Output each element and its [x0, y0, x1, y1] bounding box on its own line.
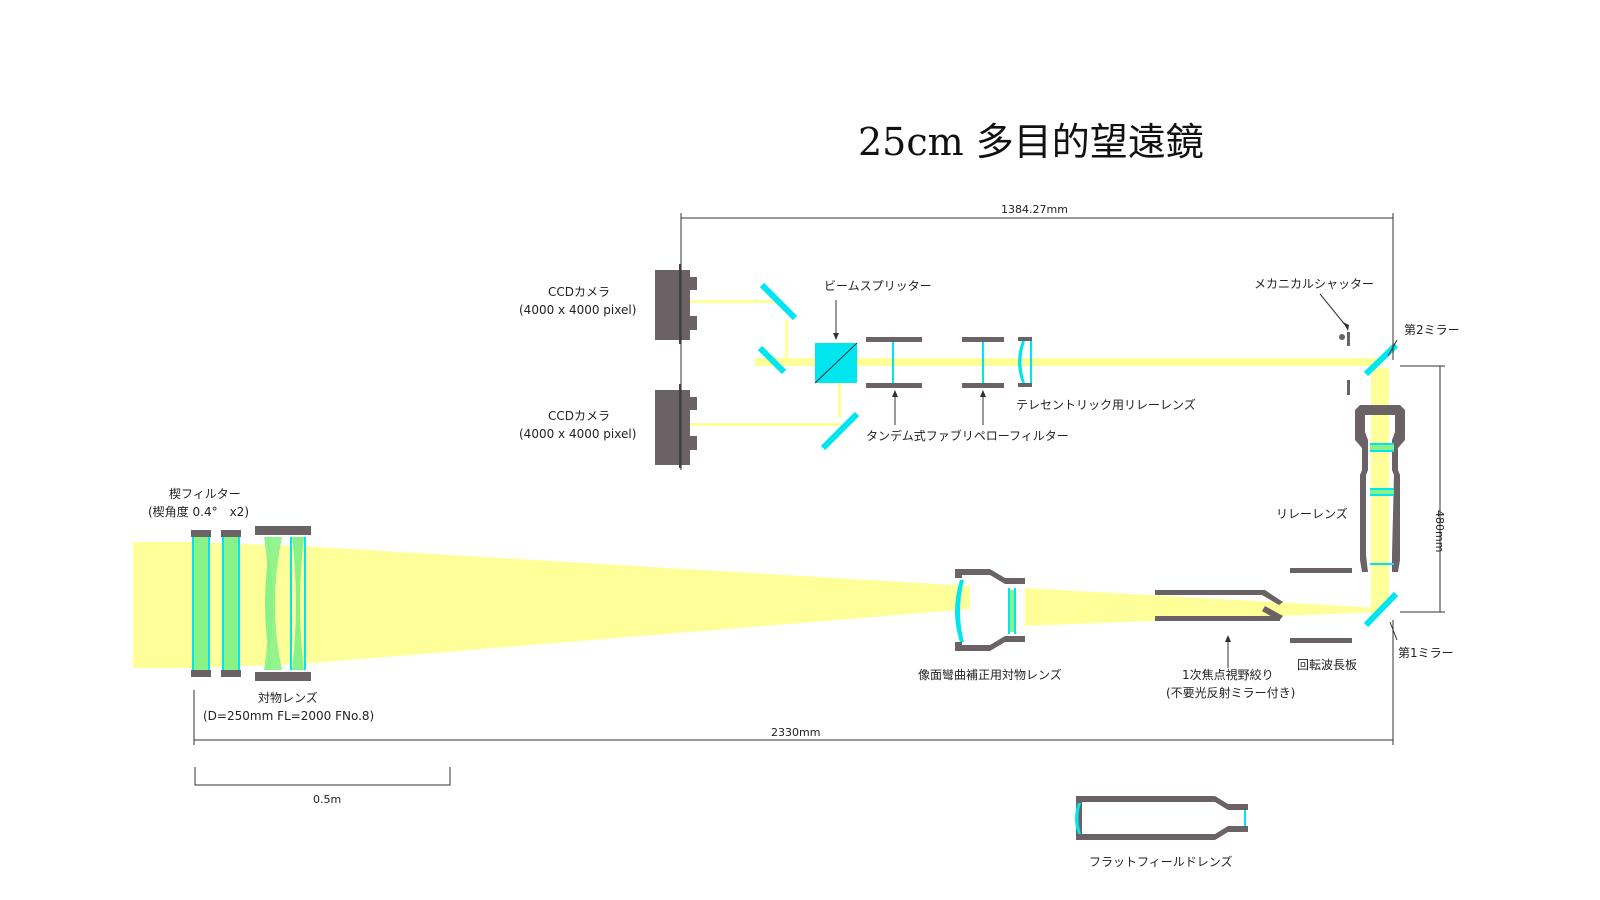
- prime-focus-beam: [1025, 588, 1380, 626]
- wedge-filter-label: 楔フィルター: [169, 487, 241, 501]
- objective-lens: [255, 526, 311, 681]
- splitter-up-beam: [785, 320, 788, 360]
- ccd2-beam: [681, 423, 841, 426]
- objective-spec: (D=250mm FL=2000 FNo.8): [203, 709, 374, 723]
- flat-field-lens: [1075, 796, 1248, 840]
- ccd2-label: CCDカメラ: [548, 409, 610, 423]
- field-corrector-lens: [955, 569, 1025, 651]
- first-mirror: [1363, 591, 1399, 628]
- mirror2-label: 第2ミラー: [1404, 323, 1460, 337]
- ccd-camera-1: [655, 264, 697, 344]
- leader-lines: [835, 293, 1398, 668]
- ccd1-label: CCDカメラ: [548, 285, 610, 299]
- splitter-branch-beam: [838, 366, 841, 418]
- field-stop-label: 1次焦点視野絞り: [1182, 667, 1274, 682]
- field-corrector-label: 像面彎曲補正用対物レンズ: [918, 667, 1062, 682]
- shutter-label: メカニカルシャッター: [1254, 277, 1374, 291]
- telecentric-label: テレセントリック用リレーレンズ: [1016, 397, 1196, 412]
- ccd-camera-2: [655, 384, 697, 468]
- wedge-angle-label: (楔角度 0.4° x2): [148, 504, 249, 519]
- field-stop: [1155, 590, 1283, 621]
- fold-mirror-lower: [820, 411, 860, 451]
- relay-lens-label: リレーレンズ: [1276, 506, 1348, 521]
- beam-splitter-label: ビームスプリッター: [824, 279, 932, 293]
- objective-label: 対物レンズ: [258, 690, 318, 705]
- ccd1-beam: [681, 300, 781, 303]
- rotating-waveplate: [1290, 568, 1352, 643]
- fold-mirror-upper: [759, 282, 798, 321]
- waveplate-label: 回転波長板: [1297, 658, 1357, 672]
- upper-beam: [755, 358, 1383, 366]
- scale-bar: 0.5m: [194, 767, 451, 806]
- page-title: 25cm 多目的望遠鏡: [858, 120, 1204, 164]
- dimension-right: 480mm: [1400, 365, 1446, 613]
- fabry-perot-filter-1: [866, 337, 922, 388]
- telecentric-relay-lens: [1018, 337, 1032, 387]
- beam-splitter: [814, 342, 858, 384]
- main-light-beam: [133, 542, 970, 668]
- field-stop-note: (不要光反射ミラー付き): [1166, 685, 1295, 700]
- ccd2-spec: (4000 x 4000 pixel): [519, 427, 636, 441]
- mechanical-shutter: [1339, 332, 1350, 395]
- ccd1-spec: (4000 x 4000 pixel): [519, 303, 636, 317]
- leader-arrowheads: [833, 322, 1349, 642]
- fold-mirror-middle: [757, 345, 787, 375]
- wedge-filter-2: [221, 530, 241, 677]
- flat-field-label: フラットフィールドレンズ: [1089, 854, 1233, 869]
- svg-text:2330mm: 2330mm: [771, 726, 820, 739]
- fabry-perot-filter-2: [962, 337, 1004, 388]
- fabry-perot-label: タンデム式ファブリペローフィルター: [866, 428, 1069, 443]
- wedge-filter-1: [191, 530, 211, 677]
- mirror1-label: 第1ミラー: [1398, 646, 1454, 660]
- svg-text:0.5m: 0.5m: [313, 793, 341, 806]
- svg-text:480mm: 480mm: [1433, 510, 1446, 552]
- svg-text:1384.27mm: 1384.27mm: [1001, 203, 1068, 216]
- dimension-bottom: 2330mm: [193, 620, 1394, 745]
- dimension-top: 1384.27mm: [680, 203, 1394, 470]
- relay-lens-assembly: [1355, 405, 1405, 572]
